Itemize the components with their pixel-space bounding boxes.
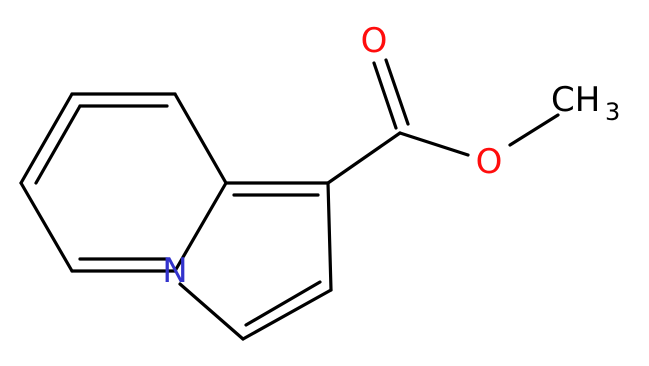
bond-c3-n <box>178 282 245 341</box>
ester-oxygen-label: O <box>476 142 503 182</box>
bond-ester-o-methyl <box>508 113 560 147</box>
bond-carbonyl-ester-o <box>398 131 470 157</box>
bond-c1-c2 <box>326 181 333 292</box>
nitrogen-label: N <box>162 251 187 291</box>
double-bond-inner-c2-c3 <box>244 280 322 327</box>
bond-carbonyl-o-1 <box>372 61 398 130</box>
bond-c7-c8 <box>173 181 228 273</box>
bond-c6-c7 <box>173 92 228 185</box>
bond-c4-c5 <box>19 92 74 185</box>
bond-n-c4 <box>19 181 74 273</box>
bond-c1-carbonyl <box>326 131 402 185</box>
carbonyl-oxygen-label: O <box>361 21 388 61</box>
bond-carbonyl-o-2 <box>384 58 410 126</box>
double-bond-inner-c4-c5 <box>34 104 82 185</box>
methyl-subscript: 3 <box>605 98 620 126</box>
methyl-label: CH <box>551 80 600 120</box>
bond-c2-c3 <box>241 288 333 341</box>
